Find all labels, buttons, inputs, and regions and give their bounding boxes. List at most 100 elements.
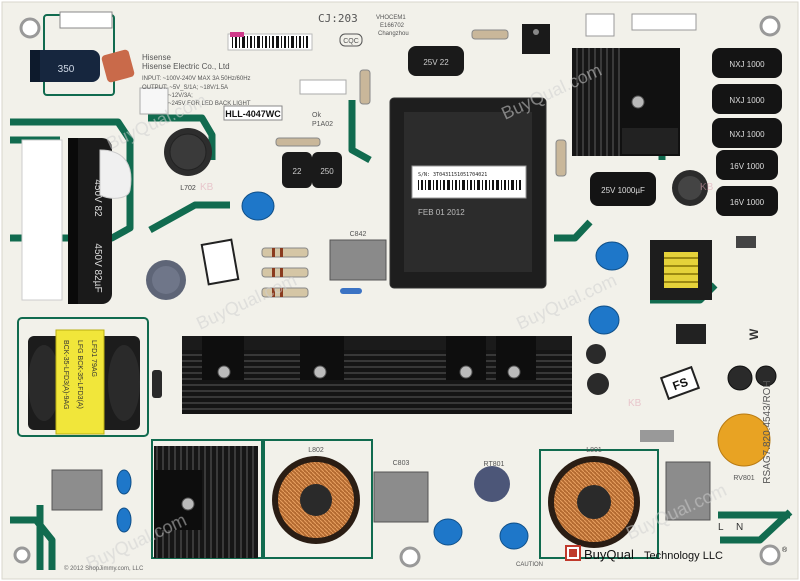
logo-text: BuyQual — [584, 547, 634, 562]
main-transformer: S/N: 3T0431151051704021 FEB 01 2012 — [389, 97, 547, 289]
logo-mark: ® — [782, 546, 788, 554]
model-label: HLL-4047WC — [225, 109, 281, 119]
barcode-sticker — [227, 32, 313, 51]
small-cap-right-1 — [727, 365, 753, 391]
toroid-l801: L801 — [548, 447, 640, 548]
l801-label: L801 — [586, 447, 602, 454]
ok-code: P1A02 — [312, 121, 333, 128]
manufacturer-line2: Hisense Electric Co., Ltd — [142, 62, 230, 71]
cert-city: Changzhou — [378, 31, 409, 37]
l-mark: L — [718, 522, 724, 533]
transformer-serial: S/N: 3T0431151051704021 — [418, 172, 487, 178]
svg-text:KB: KB — [200, 182, 214, 193]
top-left-connector — [59, 11, 113, 29]
capacitor-450-label-2: 450V 82µF — [92, 243, 103, 292]
inductor-yellow — [650, 240, 712, 300]
capacitor-350: 350 — [30, 50, 100, 82]
l802-label: L802 — [308, 447, 324, 454]
n-mark: N — [736, 522, 743, 533]
connector-multipin — [631, 13, 697, 31]
varistor-rv801: RV801 — [717, 413, 771, 482]
resistor-r851 — [275, 137, 321, 147]
logo-suffix: Technology LLC — [644, 550, 723, 562]
rt801-label: RT801 — [484, 461, 505, 468]
warning-label — [200, 238, 240, 286]
output-spec1: OUTPUT: ~5V_S/1A; ~18V/1.5A — [142, 85, 228, 91]
grey-box-cap-right — [665, 461, 711, 521]
capacitor-450-label-1: 450V 82 — [92, 179, 103, 217]
heatsink-top-right — [572, 48, 680, 156]
input-spec: INPUT: ~100V-240V MAX 3A 50Hz/60Hz — [142, 76, 251, 82]
resistor-top — [471, 29, 509, 40]
capacitor-350-label: 350 — [58, 64, 75, 75]
transformer-date: FEB 01 2012 — [418, 208, 465, 217]
varistor-left — [146, 260, 186, 300]
lfg-transformer: BCK-35-LFD3(A)-9AG LFG BCK-35-LFD3(A) LF… — [28, 329, 140, 435]
kb-marks: KB KB KB — [200, 182, 714, 409]
svg-text:KB: KB — [628, 398, 642, 409]
cap-16v-1-label: 16V 1000 — [730, 162, 765, 171]
cert-code2: E166702 — [380, 23, 405, 29]
rv801-label: RV801 — [733, 475, 754, 482]
svg-text:FS: FS — [671, 375, 690, 393]
white-glue-blob — [99, 149, 132, 199]
cert-block: CQC VHOCEM1 E166702 Changzhou — [339, 15, 409, 47]
capacitor-nxj-2: NXJ 1000 — [712, 84, 782, 114]
main-heatsink — [182, 336, 572, 414]
capacitor-16v-2: 16V 1000 — [716, 186, 778, 216]
inductor-l702: L702 — [164, 128, 212, 192]
small-grey-part — [640, 430, 674, 442]
diode-vertical — [152, 370, 162, 398]
ok-text: Ok — [312, 112, 321, 119]
small-cap-mid-1 — [586, 344, 606, 364]
capacitor-25v-1000: 25V 1000µF — [590, 172, 656, 206]
lfg-text3: LFD1 79AG — [90, 340, 97, 377]
inductor-l702-label: L702 — [180, 185, 196, 192]
toroid-l802: L802 — [272, 447, 360, 544]
capacitor-22: 22 — [282, 152, 312, 188]
thermistor-rt801: RT801 — [474, 461, 510, 502]
resistor-vertical — [359, 69, 371, 105]
cap-nxj-3-label: NXJ 1000 — [729, 130, 765, 139]
small-cap-right-2 — [755, 365, 777, 387]
capacitor-c842: C842 — [329, 231, 387, 281]
cap-nxj-2-label: NXJ 1000 — [729, 96, 765, 105]
resistor-bank — [261, 247, 309, 298]
lfg-text1: BCK-35-LFD3(A)-9AG — [62, 340, 69, 410]
cert-code1: VHOCEM1 — [376, 15, 406, 21]
red-resistor — [101, 49, 135, 83]
smd-ic-1 — [736, 236, 756, 248]
w-mark: W — [747, 328, 761, 340]
revision-label: RSAG7.820.4543/ROH — [762, 380, 773, 483]
small-cap-mid-2 — [587, 373, 609, 395]
spec-silkscreen: Hisense Hisense Electric Co., Ltd INPUT:… — [142, 53, 251, 107]
cap-16v-2-label: 16V 1000 — [730, 198, 765, 207]
c803-label: C803 — [393, 460, 410, 467]
capacitor-250-label: 250 — [320, 167, 334, 176]
small-white-label — [299, 79, 347, 95]
mosfet-top — [522, 24, 550, 54]
cap-25v-label: 25V 1000µF — [601, 186, 645, 195]
svg-text:CQC: CQC — [343, 38, 359, 45]
cap-nxj-1-label: NXJ 1000 — [729, 60, 765, 69]
fs-mark: FS — [659, 365, 701, 401]
lfg-text2: LFG BCK-35-LFD3(A) — [76, 340, 83, 409]
blue-diode — [340, 288, 362, 294]
smd-ic-2 — [676, 324, 706, 344]
manufacturer-line1: Hisense — [142, 53, 171, 62]
capacitor-22-label: 22 — [293, 167, 302, 176]
capacitor-c803: C803 — [373, 460, 429, 523]
white-block-part — [139, 87, 169, 115]
capacitor-nxj-1: NXJ 1000 — [712, 48, 782, 78]
svg-text:KB: KB — [700, 182, 714, 193]
blue-caps — [116, 191, 629, 550]
copyright-text: © 2012 ShopJimmy.com, LLC — [64, 565, 144, 572]
model-sticker: HLL-4047WC Ok P1A02 — [223, 105, 333, 128]
caution-text: CAUTION — [516, 562, 543, 568]
capacitor-25-label: 25V 22 — [423, 58, 449, 67]
white-sticker-left — [21, 139, 63, 301]
output-spec2: ~12V/3A; — [168, 93, 193, 99]
capacitor-nxj-3: NXJ 1000 — [712, 118, 782, 148]
resistor-vertical-right — [555, 139, 567, 177]
